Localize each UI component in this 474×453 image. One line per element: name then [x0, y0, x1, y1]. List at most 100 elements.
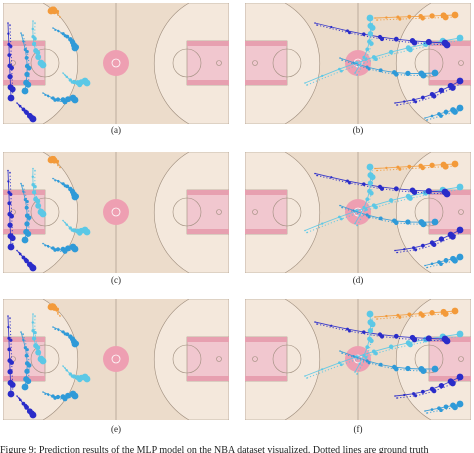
trajectory-point: [9, 86, 16, 93]
trajectory-point: [31, 336, 37, 341]
trajectory-point: [379, 36, 385, 42]
trajectory-point: [77, 377, 83, 383]
trajectory-point: [321, 368, 324, 371]
trajectory-point: [72, 193, 80, 200]
paint-left-stripe-top: [245, 190, 287, 195]
trajectory-point: [28, 410, 35, 417]
trajectory-point: [424, 410, 426, 412]
trajectory-point: [71, 96, 79, 104]
trajectory-point: [403, 248, 406, 251]
trajectory-point: [23, 346, 27, 350]
trajectory-point: [456, 330, 464, 338]
trajectory-point: [456, 34, 464, 42]
trajectory-point: [443, 404, 449, 410]
trajectory-point: [63, 332, 67, 336]
trajectory-point: [35, 50, 41, 56]
trajectory-point: [358, 214, 361, 217]
court-f: [245, 299, 471, 420]
trajectory-point: [18, 251, 20, 254]
trajectory-point: [341, 206, 343, 209]
trajectory-point: [443, 41, 451, 49]
trajectory-line: [306, 335, 463, 379]
trajectory-point: [31, 41, 37, 47]
trajectory-point: [429, 310, 435, 316]
trajectory-point: [304, 375, 306, 377]
trajectory-line: [34, 22, 44, 66]
trajectory-point: [412, 246, 416, 250]
trajectory-point: [54, 328, 56, 330]
trajectory-point: [53, 248, 57, 252]
court-b: [245, 3, 471, 124]
trajectory-point: [439, 408, 443, 413]
trajectory-line: [396, 231, 463, 253]
trajectory-point: [426, 412, 428, 414]
trajectory-point: [405, 219, 411, 225]
trajectory-point: [62, 396, 68, 402]
trajectory-point: [338, 215, 341, 219]
trajectory-point: [346, 179, 349, 183]
trajectory-point: [442, 163, 449, 170]
trajectory-point: [398, 17, 402, 21]
trajectory-point: [62, 219, 64, 222]
trajectory-point: [411, 189, 418, 195]
trajectory-point: [51, 8, 58, 15]
trajectory-point: [42, 391, 44, 393]
trajectory-point: [23, 198, 27, 202]
trajectory-point: [53, 396, 57, 400]
trajectory-point: [366, 163, 374, 171]
trajectory-line: [44, 393, 76, 400]
trajectory-point: [367, 31, 374, 37]
trajectory-point: [365, 345, 370, 350]
trajectory-point: [385, 314, 388, 318]
trajectory-point: [22, 333, 24, 335]
center-circle: [103, 50, 129, 76]
trajectory-point: [24, 221, 30, 227]
trajectory-point: [24, 368, 30, 374]
paint-right: [428, 189, 471, 235]
trajectory-point: [376, 318, 378, 320]
trajectory-point: [57, 14, 59, 16]
trajectory-point: [396, 313, 400, 317]
trajectory-point: [22, 184, 24, 187]
paint-right-stripe-bottom: [429, 80, 471, 85]
trajectory-point: [35, 202, 42, 209]
free-throw-circle-right: [414, 197, 444, 227]
trajectory-point: [451, 11, 459, 19]
trajectory-point: [346, 327, 349, 331]
trajectory-point: [32, 167, 34, 170]
trajectory-point: [426, 266, 428, 269]
paint-left-stripe-bottom: [245, 376, 287, 381]
center-circle-inner: [111, 58, 121, 68]
free-throw-circle-right: [172, 48, 202, 78]
paint-right-stripe-bottom: [187, 229, 229, 234]
trajectory-point: [456, 226, 464, 234]
trajectory-point: [53, 98, 57, 102]
trajectory-point: [77, 230, 83, 236]
trajectory-point: [364, 207, 368, 211]
trajectory-point: [396, 165, 400, 169]
trajectory-line: [304, 333, 461, 377]
trajectory-point: [456, 77, 464, 85]
trajectory-point: [44, 244, 46, 247]
trajectory-point: [34, 169, 36, 172]
paint-right-stripe-top: [187, 337, 229, 342]
trajectory-point: [420, 243, 425, 248]
trajectory-point: [31, 190, 37, 195]
trajectory-point: [352, 355, 355, 358]
trajectory-point: [25, 230, 32, 237]
trajectory-point: [443, 190, 451, 198]
trajectory-line: [396, 378, 463, 399]
trajectory-point: [451, 307, 459, 315]
trajectory-point: [42, 242, 44, 245]
trajectory-point: [369, 190, 374, 196]
trajectory-point: [330, 25, 333, 29]
trajectory-point: [62, 248, 68, 254]
paint-right: [428, 40, 471, 86]
trajectory-point: [33, 185, 37, 189]
trajectory-point: [358, 63, 361, 67]
trajectory-point: [7, 369, 13, 375]
trajectory-point: [314, 22, 316, 24]
free-throw-circle-left: [30, 48, 60, 78]
trajectory-point: [9, 192, 13, 196]
trajectory-point: [24, 353, 29, 358]
